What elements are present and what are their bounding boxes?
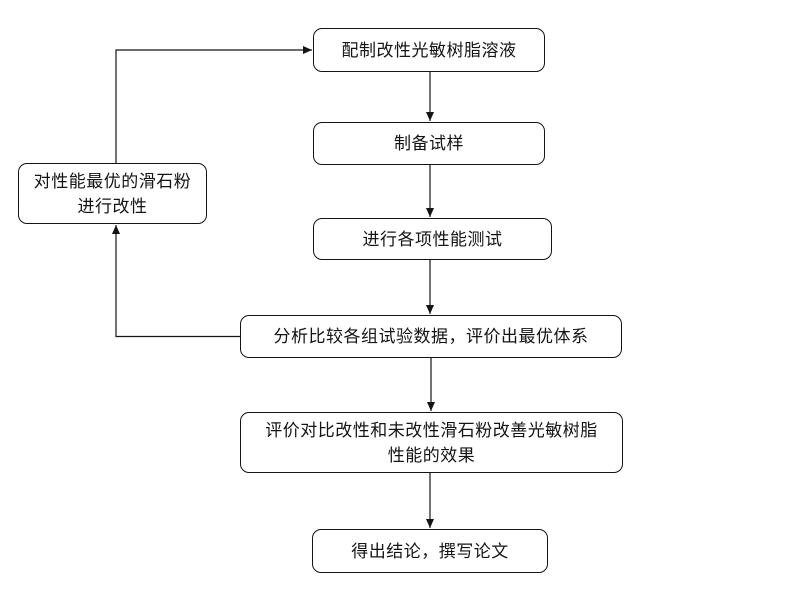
node-performance-tests: 进行各项性能测试: [313, 218, 552, 260]
node-evaluate-effect-line1: 评价对比改性和未改性滑石粉改善光敏树脂: [265, 420, 598, 440]
node-evaluate-effect-line2: 性能的效果: [387, 445, 476, 465]
node-analyze-data: 分析比较各组试验数据，评价出最优体系: [240, 315, 622, 358]
node-prepare-sample: 制备试样: [313, 122, 545, 165]
node-analyze-data-label: 分析比较各组试验数据，评价出最优体系: [273, 327, 589, 346]
node-modify-talc-line1: 对性能最优的滑石粉: [33, 171, 192, 191]
node-performance-tests-label: 进行各项性能测试: [362, 229, 503, 249]
node-evaluate-effect: 评价对比改性和未改性滑石粉改善光敏树脂 性能的效果: [240, 412, 623, 473]
node-conclusion-label: 得出结论，撰写论文: [351, 541, 509, 561]
edge-analyze-to-modify: [112, 225, 240, 338]
node-modify-talc: 对性能最优的滑石粉 进行改性: [18, 163, 207, 224]
node-modify-talc-line2: 进行改性: [77, 196, 148, 216]
node-conclusion: 得出结论，撰写论文: [312, 529, 548, 573]
node-prepare-solution: 配制改性光敏树脂溶液: [313, 28, 545, 72]
node-prepare-solution-label: 配制改性光敏树脂溶液: [341, 40, 517, 60]
edge-modify-to-solution: [115, 46, 312, 163]
node-prepare-sample-label: 制备试样: [394, 134, 464, 153]
